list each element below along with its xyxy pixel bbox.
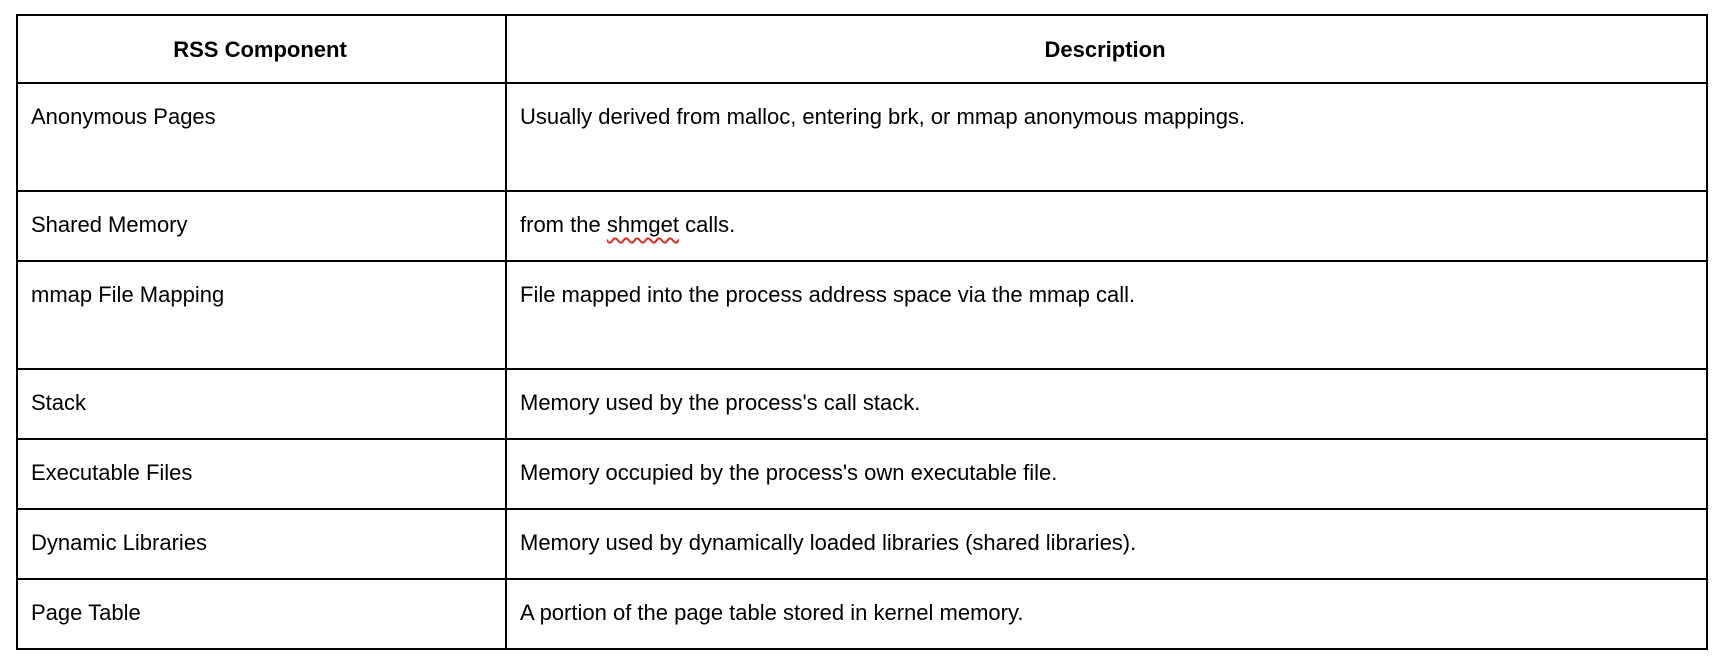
table-row: mmap File Mapping File mapped into the p… [16, 260, 1708, 370]
cell-description[interactable]: Usually derived from malloc, entering br… [505, 82, 1708, 192]
description-text: Memory used by dynamically loaded librar… [520, 530, 1137, 555]
column-header-label: Description [1044, 37, 1166, 62]
header-cell-description[interactable]: Description [505, 14, 1708, 84]
cell-description[interactable]: Memory occupied by the process's own exe… [505, 438, 1708, 510]
description-text: File mapped into the process address spa… [520, 282, 1136, 307]
component-name: Dynamic Libraries [31, 530, 208, 555]
cell-description[interactable]: Memory used by dynamically loaded librar… [505, 508, 1708, 580]
table-row: Page Table A portion of the page table s… [16, 578, 1708, 650]
cell-description[interactable]: File mapped into the process address spa… [505, 260, 1708, 370]
rss-components-table: RSS Component Description Anonymous Page… [16, 14, 1708, 650]
table-row: Executable Files Memory occupied by the … [16, 438, 1708, 510]
description-text: from the [520, 212, 607, 237]
table-row: Dynamic Libraries Memory used by dynamic… [16, 508, 1708, 580]
description-text: calls. [678, 212, 736, 237]
component-name: Shared Memory [31, 212, 188, 237]
cell-component[interactable]: Anonymous Pages [16, 82, 507, 192]
component-name: Anonymous Pages [31, 104, 216, 129]
cell-description[interactable]: A portion of the page table stored in ke… [505, 578, 1708, 650]
misspelled-word[interactable]: shmget [606, 212, 679, 237]
cell-component[interactable]: Shared Memory [16, 190, 507, 262]
component-name: Page Table [31, 600, 141, 625]
cell-description[interactable]: from the shmget calls. [505, 190, 1708, 262]
table-row: Stack Memory used by the process's call … [16, 368, 1708, 440]
table-header-row: RSS Component Description [16, 14, 1708, 84]
cell-description[interactable]: Memory used by the process's call stack. [505, 368, 1708, 440]
cell-component[interactable]: Page Table [16, 578, 507, 650]
component-name: mmap File Mapping [31, 282, 225, 307]
cell-component[interactable]: mmap File Mapping [16, 260, 507, 370]
component-name: Executable Files [31, 460, 193, 485]
table-row: Shared Memory from the shmget calls. [16, 190, 1708, 262]
header-cell-rss-component[interactable]: RSS Component [16, 14, 507, 84]
component-name: Stack [31, 390, 87, 415]
cell-component[interactable]: Stack [16, 368, 507, 440]
description-text: Memory occupied by the process's own exe… [520, 460, 1058, 485]
cell-component[interactable]: Executable Files [16, 438, 507, 510]
description-text: Memory used by the process's call stack. [520, 390, 921, 415]
cell-component[interactable]: Dynamic Libraries [16, 508, 507, 580]
description-text: Usually derived from malloc, entering br… [520, 104, 1246, 129]
description-text: A portion of the page table stored in ke… [520, 600, 1024, 625]
table-row: Anonymous Pages Usually derived from mal… [16, 82, 1708, 192]
column-header-label: RSS Component [173, 37, 347, 62]
